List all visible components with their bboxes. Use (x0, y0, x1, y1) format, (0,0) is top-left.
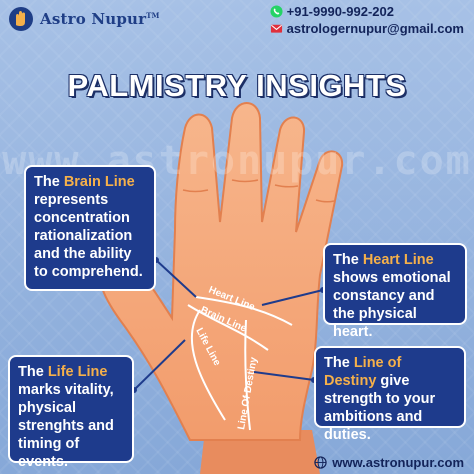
life-line (190, 309, 226, 421)
destiny-highlight: Line of Destiny (324, 355, 402, 389)
email-address: astrologernupur@gmail.com (286, 21, 464, 36)
brain-connector (155, 259, 197, 298)
brain-line (187, 304, 269, 351)
life-line-callout: The Life Line marks vitality, physical s… (8, 355, 134, 470)
heart-connector (261, 289, 324, 306)
destiny-connector (253, 371, 315, 381)
life-prefix: The (18, 364, 48, 380)
globe-icon (314, 456, 327, 469)
website-footer[interactable]: www.astronupur.com (314, 455, 464, 470)
logo-hand-icon (9, 7, 33, 31)
contact-info: +91-9990-992-202 astrologernupur@gmail.c… (270, 4, 464, 36)
brain-line-callout: The Brain Line represents concentration … (24, 165, 156, 291)
heart-highlight: Heart Line (362, 252, 434, 268)
email-row[interactable]: astrologernupur@gmail.com (270, 21, 464, 36)
life-connector (133, 339, 186, 391)
brand-name: Astro NupurTM (40, 10, 160, 28)
page-title: PALMISTRY INSIGHTS (67, 68, 407, 103)
heart-text: shows emotional constancy and the physic… (333, 270, 451, 340)
heart-line (195, 296, 293, 326)
email-icon (270, 24, 282, 33)
destiny-text: give strength to your ambitions and duti… (324, 373, 436, 443)
life-highlight: Life Line (47, 364, 108, 380)
brain-prefix: The (34, 174, 64, 190)
phone-row[interactable]: +91-9990-992-202 (270, 4, 394, 19)
whatsapp-icon (270, 5, 283, 18)
brain-text: represents concentration rationalization… (34, 192, 143, 280)
destiny-prefix: The (324, 355, 354, 371)
heart-line-callout: The Heart Line shows emotional constancy… (323, 243, 467, 340)
phone-number: +91-9990-992-202 (286, 4, 394, 19)
brand-logo[interactable]: Astro NupurTM (8, 6, 160, 32)
heart-prefix: The (333, 252, 363, 268)
destiny-line-callout: The Line of Destiny give strength to you… (314, 346, 466, 443)
life-text: marks vitality, physical strenghts and t… (18, 382, 114, 470)
website-url: www.astronupur.com (332, 455, 464, 470)
brain-highlight: Brain Line (63, 174, 135, 190)
destiny-line (244, 319, 251, 431)
